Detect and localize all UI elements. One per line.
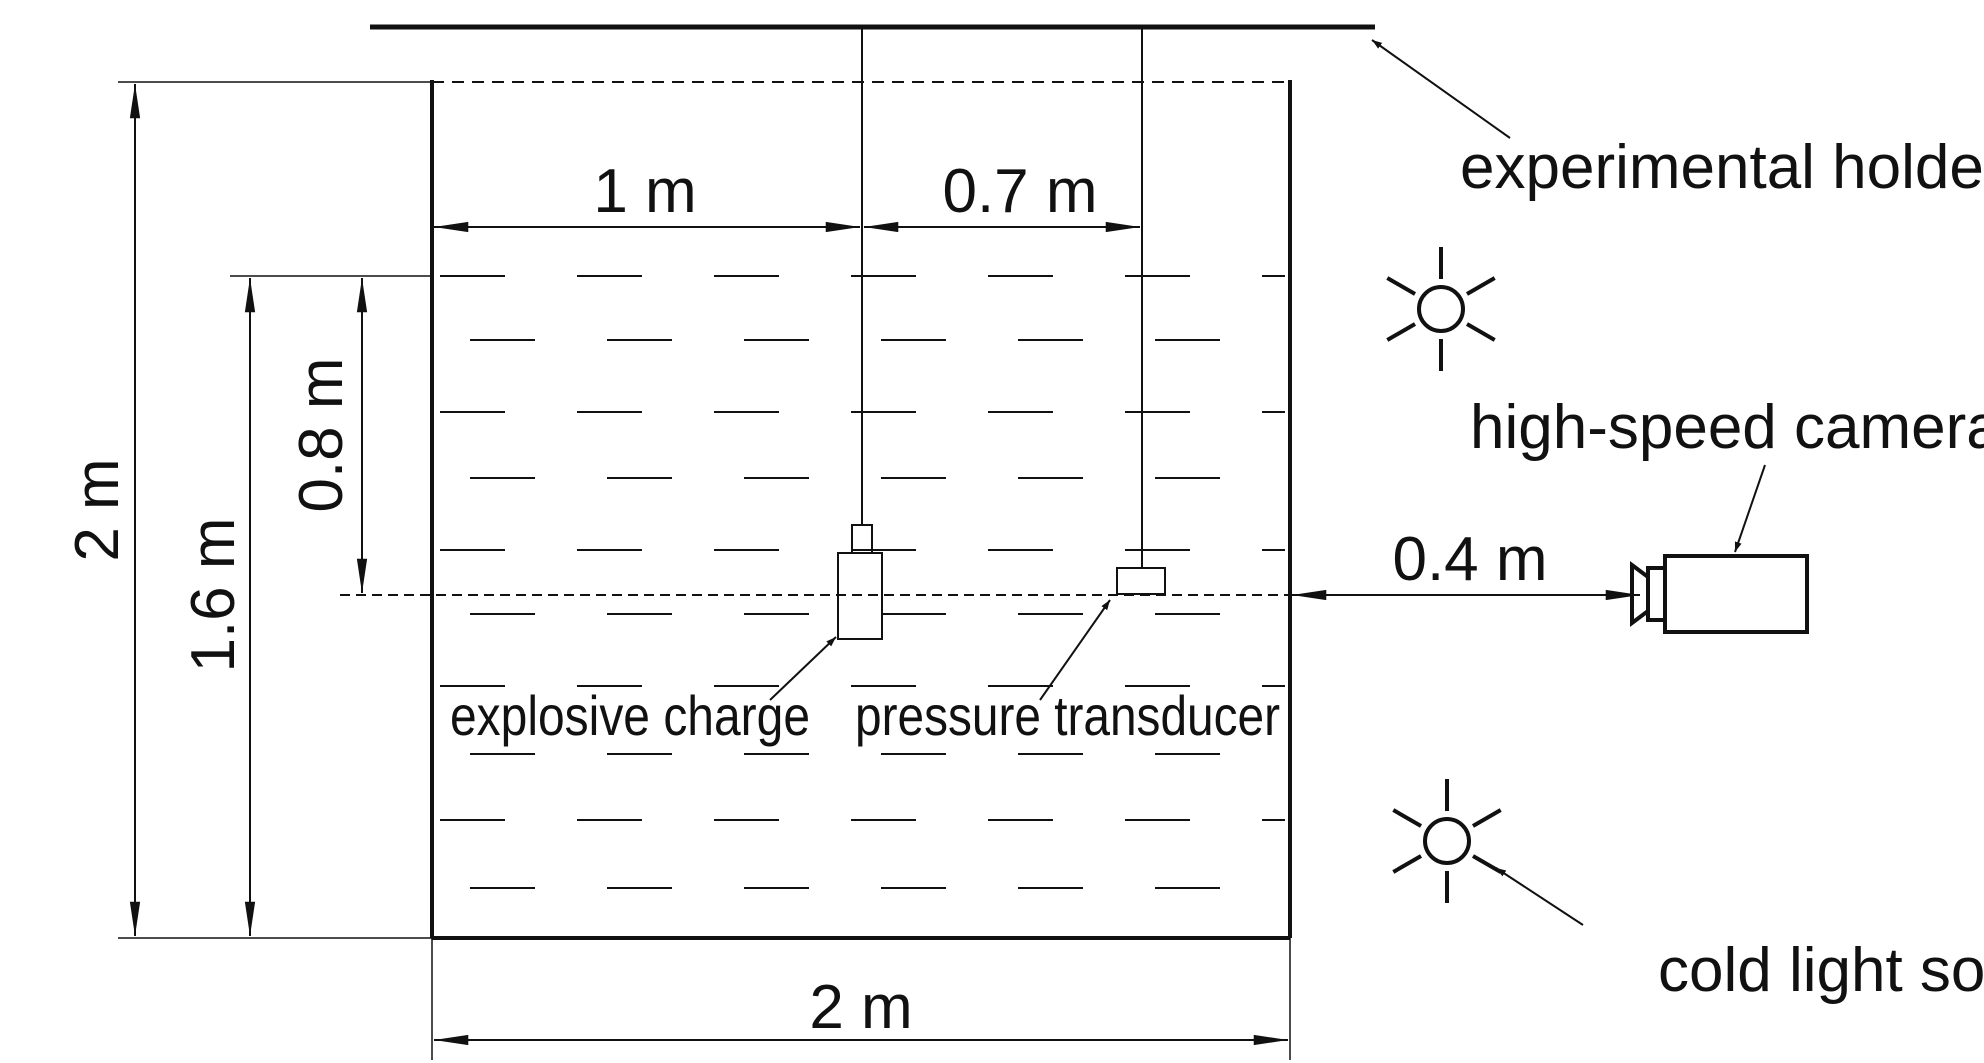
water-depth-label: 1.6 m [179,517,248,672]
led-ray [1392,854,1423,874]
led-light-top-icon [1386,247,1496,371]
tank-height-label: 2 m [63,458,132,561]
led-ray [1386,322,1417,342]
charge-to-transducer-label: 0.7 m [942,157,1097,226]
led-ray [1471,854,1502,874]
explosive-charge [837,552,883,640]
water-pattern [440,275,1285,889]
high-speed-camera-label: high-speed camera [1470,393,1984,462]
cold-light-source-leader-arrow [1495,867,1584,926]
experimental-holder-leader-arrow [1371,39,1511,139]
explosive-charge-label: explosive charge [450,684,810,747]
led-light-bottom-icon [1392,779,1502,903]
led-bulb [1417,285,1465,333]
high-speed-camera-icon [1630,554,1809,634]
pressure-transducer-leader-arrow [1039,599,1111,701]
camera-distance-label: 0.4 m [1392,525,1547,594]
led-bulb [1423,817,1471,865]
led-ray [1465,276,1496,296]
explosive-charge-leader-arrow [769,636,837,701]
high-speed-camera-leader-arrow [1734,464,1766,553]
cold-light-source-label: cold light source of LED [1658,936,1984,1005]
pressure-transducer-label: pressure transducer [855,684,1280,747]
explosive-charge-detonator [851,524,873,554]
pressure-transducer [1116,567,1166,595]
led-ray [1465,322,1496,342]
led-ray [1471,808,1502,828]
tank-width-label: 2 m [809,973,912,1042]
experimental-holder-label: experimental holder [1460,133,1984,202]
charge-to-wall-label: 1 m [593,157,696,226]
led-ray [1392,808,1423,828]
led-ray [1386,276,1417,296]
charge-depth-label: 0.8 m [287,357,356,512]
